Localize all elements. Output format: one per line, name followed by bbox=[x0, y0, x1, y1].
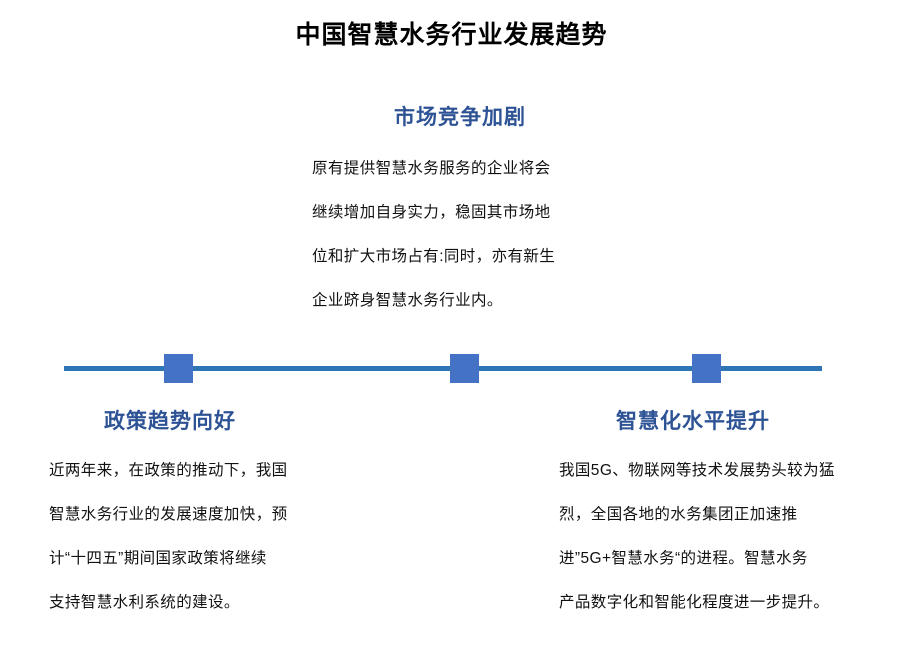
block-heading-market-competition: 市场竞争加剧 bbox=[394, 106, 526, 129]
body-line: 位和扩大市场占有:同时，亦有新生 bbox=[312, 248, 556, 266]
block-intelligence-level: 智慧化水平提升 我国5G、物联网等技术发展势头较为猛 烈，全国各地的水务集团正加… bbox=[548, 408, 898, 625]
body-line: 计“十四五”期间国家政策将继续 bbox=[49, 550, 267, 568]
block-heading-policy-trend: 政策趋势向好 bbox=[104, 410, 236, 433]
body-line: 继续增加自身实力，稳固其市场地 bbox=[312, 204, 551, 222]
page-title: 中国智慧水务行业发展趋势 bbox=[295, 21, 608, 49]
timeline-marker-2 bbox=[450, 354, 479, 383]
body-line: 支持智慧水利系统的建设。 bbox=[49, 594, 240, 612]
block-heading-intelligence-level: 智慧化水平提升 bbox=[616, 410, 770, 433]
timeline-axis-line bbox=[64, 366, 822, 371]
body-line: 产品数字化和智能化程度进一步提升。 bbox=[559, 594, 830, 612]
body-line: 我国5G、物联网等技术发展势头较为猛 bbox=[559, 462, 835, 480]
block-body-policy-trend: 近两年来，在政策的推动下，我国 智慧水务行业的发展速度加快，预 计“十四五”期间… bbox=[38, 449, 438, 625]
body-line: 企业跻身智慧水务行业内。 bbox=[312, 292, 503, 310]
block-policy-trend: 政策趋势向好 近两年来，在政策的推动下，我国 智慧水务行业的发展速度加快，预 计… bbox=[38, 408, 438, 625]
block-body-intelligence-level: 我国5G、物联网等技术发展势头较为猛 烈，全国各地的水务集团正加速推 进”5G+… bbox=[548, 449, 898, 625]
body-line: 烈，全国各地的水务集团正加速推 bbox=[559, 506, 798, 524]
body-line: 进”5G+智慧水务“的进程。智慧水务 bbox=[559, 550, 808, 568]
block-body-market-competition: 原有提供智慧水务服务的企业将会 继续增加自身实力，稳固其市场地 位和扩大市场占有… bbox=[290, 147, 630, 323]
timeline bbox=[64, 354, 822, 383]
block-market-competition: 市场竞争加剧 原有提供智慧水务服务的企业将会 继续增加自身实力，稳固其市场地 位… bbox=[290, 104, 630, 323]
timeline-marker-1 bbox=[164, 354, 193, 383]
body-line: 智慧水务行业的发展速度加快，预 bbox=[49, 506, 288, 524]
body-line: 原有提供智慧水务服务的企业将会 bbox=[312, 160, 551, 178]
body-line: 近两年来，在政策的推动下，我国 bbox=[49, 462, 288, 480]
timeline-marker-3 bbox=[692, 354, 721, 383]
